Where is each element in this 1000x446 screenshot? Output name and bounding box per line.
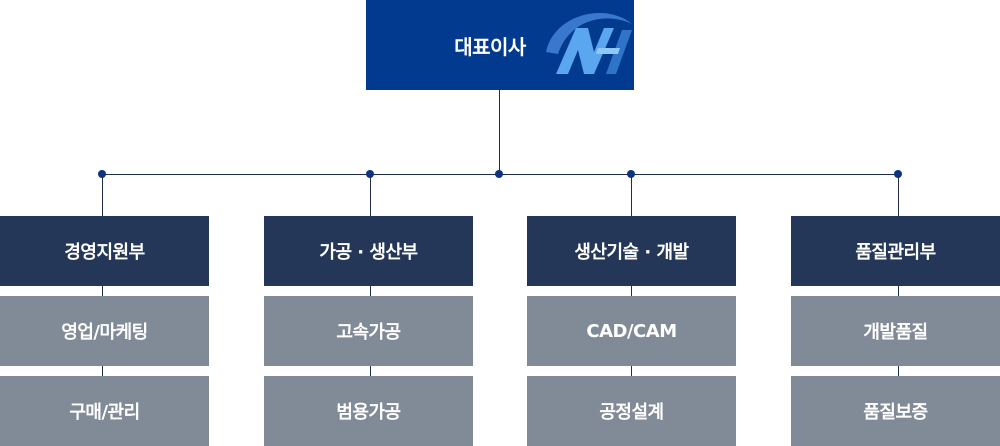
team-box: 개발품질 (791, 296, 1000, 366)
department-box-quality-management: 품질관리부 (791, 216, 1000, 286)
department-label: 경영지원부 (64, 242, 145, 263)
team-label: CAD/CAM (586, 320, 677, 342)
bus-node-dot (627, 170, 635, 178)
team-connector-line (370, 366, 371, 376)
ceo-label: 대표이사 (454, 34, 526, 59)
team-box: 영업/마케팅 (0, 296, 209, 366)
team-box: 품질보증 (791, 376, 1000, 446)
bus-node-dot (495, 170, 503, 178)
bus-node-dot (98, 170, 106, 178)
department-box-processing-production: 가공 · 생산부 (264, 216, 473, 286)
team-box: 범용가공 (264, 376, 473, 446)
ceo-connector-line (499, 90, 500, 175)
department-drop-line (102, 175, 103, 216)
department-box-management-support: 경영지원부 (0, 216, 209, 286)
bus-node-dot (894, 170, 902, 178)
department-label: 가공 · 생산부 (319, 242, 418, 263)
department-box-production-tech-development: 생산기술 · 개발 (527, 216, 736, 286)
team-box: 고속가공 (264, 296, 473, 366)
team-connector-line (102, 286, 103, 296)
team-label: 공정설계 (599, 402, 664, 423)
team-label: 구매/관리 (69, 402, 140, 423)
team-label: 범용가공 (336, 402, 401, 423)
team-connector-line (898, 366, 899, 376)
team-box: 구매/관리 (0, 376, 209, 446)
department-drop-line (631, 175, 632, 216)
team-label: 영업/마케팅 (61, 322, 148, 343)
team-connector-line (102, 366, 103, 376)
department-drop-line (370, 175, 371, 216)
ceo-box: 대표이사 (366, 0, 634, 90)
company-logo-icon (546, 13, 632, 74)
team-connector-line (370, 286, 371, 296)
team-box: CAD/CAM (527, 296, 736, 366)
team-label: 품질보증 (863, 402, 928, 423)
team-label: 고속가공 (336, 322, 401, 343)
department-label: 품질관리부 (855, 242, 936, 263)
department-drop-line (898, 175, 899, 216)
department-label: 생산기술 · 개발 (574, 242, 689, 263)
team-box: 공정설계 (527, 376, 736, 446)
team-label: 개발품질 (863, 322, 928, 343)
bus-node-dot (366, 170, 374, 178)
team-connector-line (631, 286, 632, 296)
team-connector-line (898, 286, 899, 296)
team-connector-line (631, 366, 632, 376)
